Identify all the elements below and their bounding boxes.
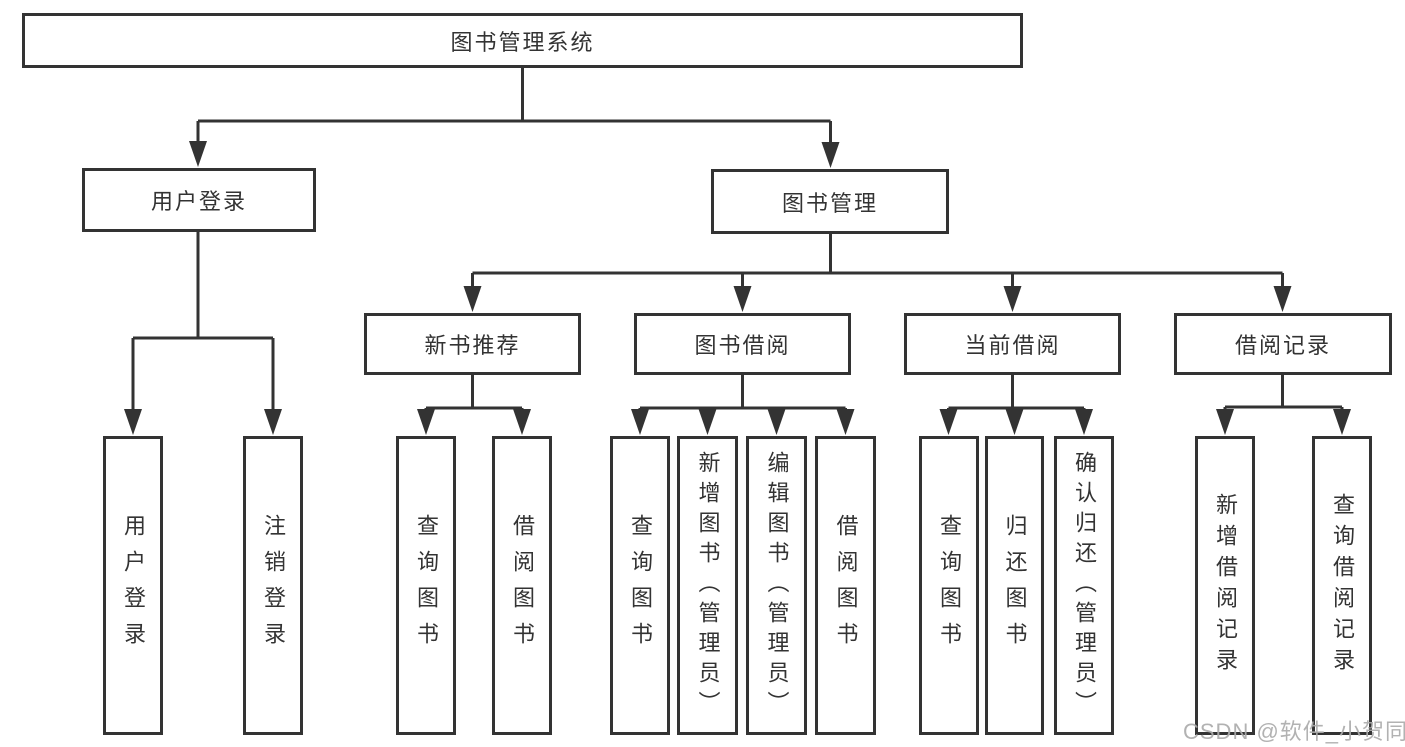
leaf-newbooks-borrow-label: 借阅图书 bbox=[510, 513, 535, 658]
leaf-current-confirm-label: 确认归还（管理员） bbox=[1072, 450, 1097, 721]
node-borrow-records-label: 借阅记录 bbox=[1234, 333, 1331, 358]
leaf-records-query-label: 查询借阅记录 bbox=[1330, 492, 1355, 679]
leaf-records-add: 新增借阅记录 bbox=[1195, 436, 1255, 735]
leaf-user-login: 用户登录 bbox=[103, 436, 163, 735]
node-book-borrow: 图书借阅 bbox=[634, 313, 851, 375]
leaf-current-return: 归还图书 bbox=[985, 436, 1044, 735]
node-book-manage-label: 图书管理 bbox=[781, 190, 878, 216]
node-book-manage: 图书管理 bbox=[711, 169, 949, 234]
node-current-borrow: 当前借阅 bbox=[904, 313, 1121, 375]
leaf-newbooks-query-label: 查询图书 bbox=[414, 513, 439, 658]
leaf-logout: 注销登录 bbox=[243, 436, 303, 735]
node-user-login-label: 用户登录 bbox=[150, 189, 247, 214]
leaf-current-confirm: 确认归还（管理员） bbox=[1054, 436, 1114, 735]
leaf-borrow-edit: 编辑图书（管理员） bbox=[746, 436, 807, 735]
watermark: CSDN @软件_小贺同学 bbox=[1183, 719, 1405, 744]
node-root: 图书管理系统 bbox=[22, 13, 1023, 68]
leaf-borrow-borrow-label: 借阅图书 bbox=[833, 513, 859, 658]
node-borrow-records: 借阅记录 bbox=[1174, 313, 1392, 375]
node-root-label: 图书管理系统 bbox=[450, 29, 595, 55]
leaf-borrow-borrow: 借阅图书 bbox=[815, 436, 876, 735]
node-book-borrow-label: 图书借阅 bbox=[694, 333, 791, 358]
leaf-borrow-add: 新增图书（管理员） bbox=[677, 436, 738, 735]
leaf-user-login-label: 用户登录 bbox=[121, 513, 146, 658]
leaf-borrow-add-label: 新增图书（管理员） bbox=[695, 450, 721, 721]
node-current-borrow-label: 当前借阅 bbox=[964, 333, 1061, 358]
node-new-books: 新书推荐 bbox=[364, 313, 581, 375]
leaf-newbooks-borrow: 借阅图书 bbox=[492, 436, 552, 735]
leaf-current-query: 查询图书 bbox=[919, 436, 979, 735]
leaf-current-return-label: 归还图书 bbox=[1002, 513, 1028, 658]
leaf-records-add-label: 新增借阅记录 bbox=[1213, 492, 1238, 679]
leaf-logout-label: 注销登录 bbox=[261, 513, 286, 658]
leaf-newbooks-query: 查询图书 bbox=[396, 436, 456, 735]
leaf-borrow-query-label: 查询图书 bbox=[628, 513, 653, 658]
node-new-books-label: 新书推荐 bbox=[424, 333, 521, 358]
leaf-current-query-label: 查询图书 bbox=[937, 513, 962, 658]
node-user-login: 用户登录 bbox=[82, 168, 316, 232]
leaf-records-query: 查询借阅记录 bbox=[1312, 436, 1372, 735]
leaf-borrow-edit-label: 编辑图书（管理员） bbox=[764, 450, 790, 721]
leaf-borrow-query: 查询图书 bbox=[610, 436, 670, 735]
